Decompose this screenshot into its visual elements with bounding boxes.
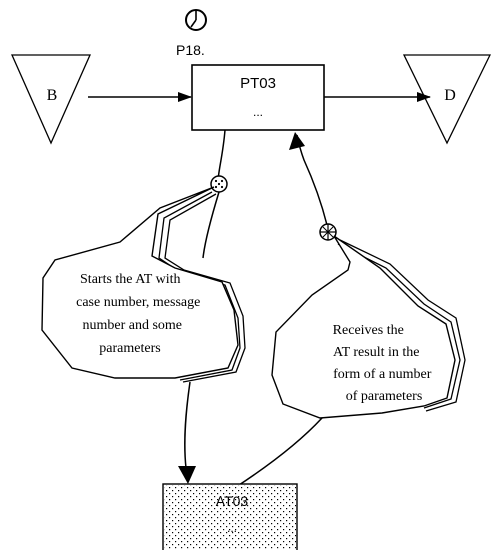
outgoing-message-bubble: Starts the AT with case number, message … [41, 186, 246, 383]
process-name: PT03 [240, 75, 276, 92]
incoming-message-bubble: Receives the AT result in the form of a … [271, 235, 466, 419]
arrowhead-to-pt03 [289, 132, 305, 150]
activity-ellipsis: ... [227, 521, 237, 535]
outgoing-bubble-line: parameters [99, 341, 160, 356]
source-node-b[interactable]: B [11, 54, 91, 145]
clock-label: P18. [176, 42, 205, 58]
outgoing-message-connector-icon[interactable] [210, 175, 228, 193]
target-node-d[interactable]: D [402, 54, 491, 145]
source-node-label: B [47, 87, 58, 104]
process-ellipsis: ... [253, 105, 263, 119]
process-box-pt03[interactable]: PT03 ... [191, 64, 325, 131]
incoming-message-connector-icon[interactable] [319, 223, 337, 241]
outgoing-bubble-line: case number, message [76, 295, 200, 310]
incoming-bubble-line: AT result in the [333, 345, 419, 360]
outgoing-bubble-line: Starts the AT with [80, 272, 180, 287]
clock-icon [185, 9, 207, 31]
activity-name: AT03 [216, 493, 249, 509]
target-node-label: D [444, 87, 456, 104]
svg-text:Starts the AT with case: Starts the AT with case number, message … [76, 272, 204, 356]
arrowhead-to-at03 [178, 466, 196, 484]
activity-box-at03[interactable]: AT03 ... [162, 483, 298, 550]
svg-text:Receives the AT result i: Receives the AT result in the form of a … [333, 323, 435, 404]
incoming-bubble-line: form of a number [333, 367, 432, 382]
incoming-bubble-line: Receives the [333, 323, 404, 338]
outgoing-bubble-line: number and some [82, 318, 182, 333]
incoming-bubble-line: of parameters [346, 389, 423, 404]
